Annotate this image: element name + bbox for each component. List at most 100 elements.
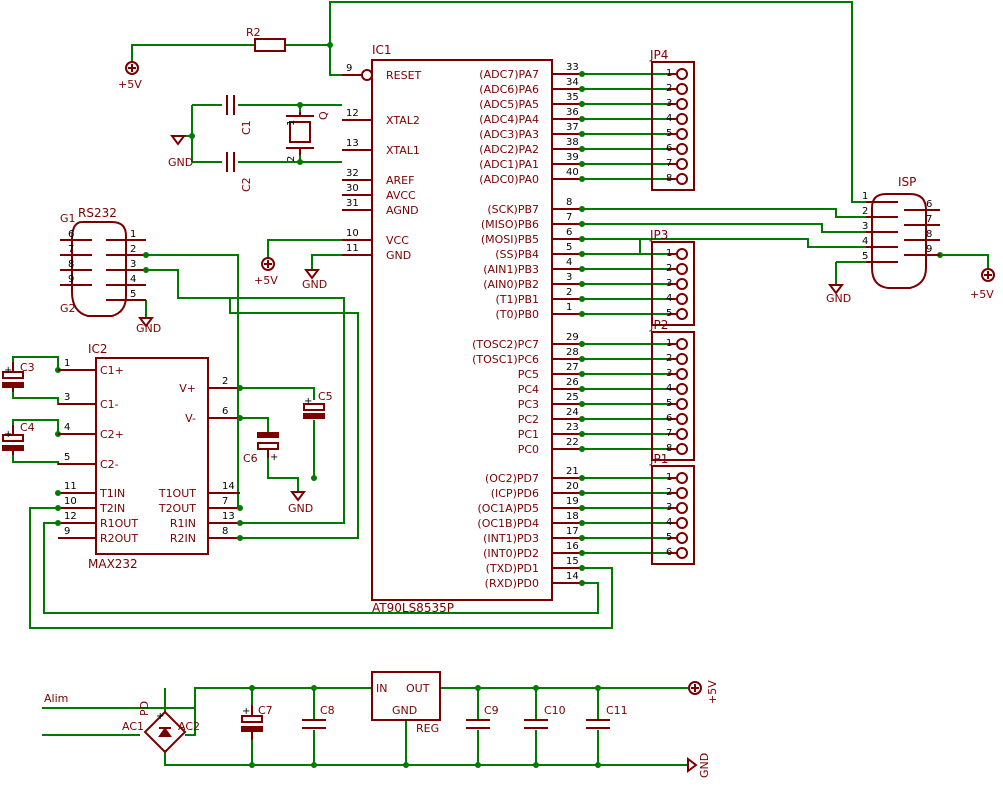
ic1-pin-junction bbox=[579, 296, 585, 302]
ic1-left-pin-number: 12 bbox=[346, 108, 359, 119]
ic1-right-pin-number: 3 bbox=[566, 272, 572, 283]
capacitor-c9[interactable]: C9 bbox=[466, 704, 499, 729]
ic2-right-pin-number: 6 bbox=[222, 406, 228, 417]
regulator-reg[interactable]: IN OUT GND REG bbox=[371, 671, 441, 735]
c6-label: C6 bbox=[243, 452, 258, 465]
bridge-rectifier-pd[interactable]: PD AC1 AC2 + bbox=[122, 701, 200, 754]
reg-out: OUT bbox=[406, 682, 430, 695]
rs232-left-pin-number: 7 bbox=[68, 244, 74, 255]
ic1-right-pin-label: (T1)PB1 bbox=[496, 293, 539, 306]
jp2-pin-socket bbox=[676, 443, 688, 455]
capacitor-c7[interactable]: C7 + bbox=[241, 704, 273, 740]
capacitor-c11[interactable]: C11 bbox=[586, 704, 628, 729]
vcc-label-3: +5V bbox=[970, 288, 994, 301]
jp4-pin-number: 4 bbox=[666, 113, 672, 124]
ic1-right-pin-number: 15 bbox=[566, 556, 579, 567]
ic2-left-pin-label: R1OUT bbox=[100, 517, 138, 530]
ic1-right-pin-label: (MISO)PB6 bbox=[481, 218, 539, 231]
ic1-right-pin-label: (SCK)PB7 bbox=[487, 203, 539, 216]
ic1-right-pin-label: (OC1B)PD4 bbox=[477, 517, 539, 530]
jp1-pin-socket bbox=[676, 487, 688, 499]
jp2-pin-number: 1 bbox=[666, 338, 672, 349]
jp2-pin-number: 2 bbox=[666, 353, 672, 364]
jp2-pin-socket bbox=[676, 413, 688, 425]
isp-left-pin-number: 3 bbox=[862, 221, 868, 232]
ic1-right-pin-number: 21 bbox=[566, 466, 579, 477]
ic1-left-pin-number: 32 bbox=[346, 168, 359, 179]
capacitor-c1[interactable]: C1 bbox=[226, 95, 253, 135]
c7-label: C7 bbox=[258, 704, 273, 717]
jp4-pin-number: 1 bbox=[666, 68, 672, 79]
jp2-pin-number: 6 bbox=[666, 413, 672, 424]
ic2-right-pin-number: 13 bbox=[222, 511, 235, 522]
jp4-pin-socket bbox=[676, 173, 688, 185]
ic1-right-pin-label: PC3 bbox=[518, 398, 539, 411]
rs232-left-pin-number: 8 bbox=[68, 259, 74, 270]
crystal-q[interactable]: Q 1 2 bbox=[286, 111, 330, 162]
c7-plus: + bbox=[242, 706, 250, 717]
ic1-right-pin-number: 28 bbox=[566, 347, 579, 358]
ic1-right-pin-number: 36 bbox=[566, 107, 579, 118]
jp4-pin-socket bbox=[676, 128, 688, 140]
gnd-rs232: GND bbox=[136, 317, 161, 335]
ic1-right-pin-number: 1 bbox=[566, 302, 572, 313]
ic2-right-pin-number: 8 bbox=[222, 526, 228, 537]
capacitor-c10[interactable]: C10 bbox=[524, 704, 566, 729]
ic2-pin-junction bbox=[237, 505, 243, 511]
ic1-right-pin-label: (OC1A)PD5 bbox=[477, 502, 539, 515]
ic1-right-pin-label: (INT0)PD2 bbox=[483, 547, 539, 560]
ic1[interactable]: IC1 AT90LS8535P 9RESET12XTAL213XTAL132AR… bbox=[342, 43, 585, 615]
rs232-name: RS232 bbox=[78, 206, 117, 220]
jp1-pin-number: 5 bbox=[666, 532, 672, 543]
ic1-pin-junction bbox=[579, 86, 585, 92]
q-label: Q bbox=[317, 111, 330, 120]
jp4-pin-socket bbox=[676, 143, 688, 155]
ic1-right-pin-number: 6 bbox=[566, 227, 572, 238]
ic1-left-pin-label: AREF bbox=[386, 174, 414, 187]
ic2-value: MAX232 bbox=[88, 557, 138, 571]
ic1-right-pin-label: (MOSI)PB5 bbox=[481, 233, 539, 246]
c2-label: C2 bbox=[240, 177, 253, 192]
capacitor-c2[interactable]: C2 bbox=[226, 152, 253, 192]
c10-label: C10 bbox=[544, 704, 566, 717]
jp1-pin-number: 4 bbox=[666, 517, 672, 528]
ic1-right-pin-number: 7 bbox=[566, 212, 572, 223]
ic2-left-pin-number: 1 bbox=[64, 358, 70, 369]
jp1-pin-number: 6 bbox=[666, 547, 672, 558]
ic1-left-pin-label: AGND bbox=[386, 204, 419, 217]
ic1-left-pin-label: XTAL1 bbox=[386, 144, 420, 157]
ic1-left-pin-label: VCC bbox=[386, 234, 409, 247]
ic1-reset-inverter-bubble bbox=[361, 69, 373, 81]
ic1-right-pin-label: (ADC2)PA2 bbox=[479, 143, 539, 156]
jp3-pin-socket bbox=[676, 293, 688, 305]
ic1-right-pin-label: (OC2)PD7 bbox=[485, 472, 539, 485]
capacitor-c8[interactable]: C8 bbox=[302, 704, 335, 729]
jp2-pin-socket bbox=[676, 353, 688, 365]
capacitor-c4[interactable]: C4 + bbox=[2, 421, 35, 455]
ic1-pin-junction bbox=[579, 371, 585, 377]
c9-label: C9 bbox=[484, 704, 499, 717]
ic1-right-pin-label: (ADC6)PA6 bbox=[479, 83, 539, 96]
supply-vcc-reset: +5V bbox=[118, 61, 142, 91]
ic1-pin-junction bbox=[579, 416, 585, 422]
capacitor-c5[interactable]: C5 + bbox=[303, 390, 333, 419]
ic2-left-pin-number: 3 bbox=[64, 392, 70, 403]
jp2-pin-number: 4 bbox=[666, 383, 672, 394]
isp-left-pin-number: 1 bbox=[862, 191, 868, 202]
jp4-pin-socket bbox=[676, 113, 688, 125]
capacitor-c6[interactable]: C6 + bbox=[243, 432, 279, 465]
c3-label: C3 bbox=[20, 361, 35, 374]
jp3-name: JP3 bbox=[649, 228, 668, 242]
ic2[interactable]: IC2 MAX232 1C1+3C1-4C2+5C2-11T1IN10T2IN1… bbox=[55, 342, 243, 571]
jp1-pin-socket bbox=[676, 547, 688, 559]
ic2-left-pin-label: T2IN bbox=[99, 502, 125, 515]
resistor-r2[interactable]: R2 bbox=[246, 26, 286, 52]
capacitor-c3[interactable]: C3 + bbox=[2, 361, 35, 392]
